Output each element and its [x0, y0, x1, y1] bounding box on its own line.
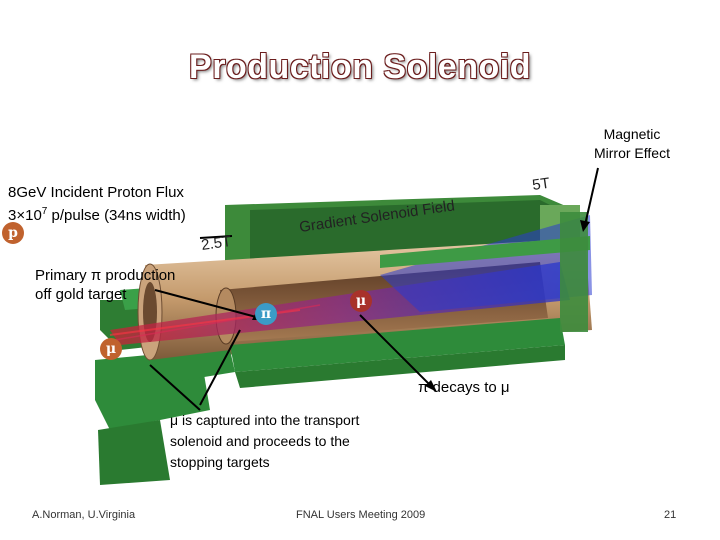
- proton-flux-label: 8GeV Incident Proton Flux 3×107 p/pulse …: [8, 183, 186, 225]
- pi-decay-arrow: [359, 314, 431, 386]
- field-5t-label: 5T: [531, 175, 551, 194]
- pi-decays-label: π decays to μ: [418, 379, 510, 396]
- muon-left-badge: μ: [100, 338, 122, 360]
- field-2-5t-label: 2.5T: [200, 233, 232, 254]
- proton-badge: p: [2, 222, 24, 244]
- footer-meeting: FNAL Users Meeting 2009: [296, 509, 426, 521]
- front-coils: [150, 212, 590, 388]
- muon-inner-badge: μ: [350, 290, 372, 312]
- magnetic-mirror-line1: Magnetic: [603, 126, 661, 142]
- proton-flux-pulse: p/pulse (34ns width): [47, 207, 186, 224]
- annotation-arrows: [149, 167, 599, 411]
- magnetic-mirror-line2: Mirror Effect: [594, 145, 670, 161]
- field-2-5t-arrow: [199, 235, 233, 239]
- magnetic-mirror-label: Magnetic Mirror Effect: [594, 125, 670, 163]
- mu-captured-arrow: [199, 329, 241, 406]
- mu-captured-line2: solenoid and proceeds to the: [170, 433, 350, 449]
- page-title: Production Solenoid: [189, 48, 531, 86]
- primary-pi-label: Primary π production off gold target: [35, 266, 175, 304]
- proton-flux-rate: 3×10: [8, 207, 42, 224]
- footer-author: A.Norman, U.Virginia: [32, 509, 136, 521]
- pion-badge: π: [255, 303, 277, 325]
- mirror-arrow: [584, 167, 599, 226]
- proton-flux-line2: 3×107 p/pulse (34ns width): [8, 202, 186, 225]
- primary-pi-arrow: [154, 289, 261, 319]
- proton-flux-line1: 8GeV Incident Proton Flux: [8, 184, 184, 201]
- page-number: 21: [664, 509, 677, 521]
- mu-left-arrow: [149, 364, 201, 411]
- primary-pi-line1: Primary π production: [35, 267, 176, 284]
- mu-captured-line3: stopping targets: [170, 454, 270, 470]
- primary-pi-line2: off gold target: [35, 286, 127, 303]
- mu-captured-line1: μ is captured into the transport: [170, 412, 360, 428]
- proton-flux-exponent: 7: [41, 206, 48, 217]
- mu-captured-label: μ is captured into the transport solenoi…: [170, 410, 359, 473]
